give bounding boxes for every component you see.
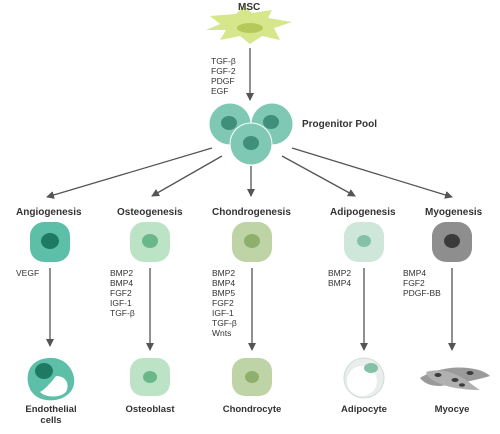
chondrocyte-cell xyxy=(232,358,272,396)
osteogenesis-factors: BMP2 BMP4 FGF2 IGF-1 TGF-β xyxy=(110,268,135,318)
myocyte-cell xyxy=(420,367,490,390)
factor-item: PDGF-BB xyxy=(403,288,441,298)
factor-item: BMP4 xyxy=(110,278,134,288)
factor-item: TGF-β xyxy=(110,308,135,318)
arrow-to-angiogenesis xyxy=(46,147,213,199)
angiogenesis-cell xyxy=(30,222,70,262)
myogenesis-cell xyxy=(432,222,472,262)
osteogenesis-cell xyxy=(130,222,170,262)
myogenesis-factors: BMP4 FGF2 PDGF-BB xyxy=(403,268,441,298)
msc-factor: PDGF xyxy=(211,76,235,86)
adipogenesis-factors: BMP2 BMP4 xyxy=(328,268,351,288)
factor-item: FGF2 xyxy=(110,288,132,298)
msc-factor: EGF xyxy=(211,86,229,96)
factor-item: BMP2 xyxy=(212,268,236,278)
osteogenesis-title: Osteogenesis xyxy=(117,207,183,218)
msc-factor: TGF-β xyxy=(211,56,236,66)
endothelial-cells-label: Endothelial cells xyxy=(25,404,77,426)
arrow-to-osteogenesis xyxy=(151,155,223,197)
angiogenesis-factors: VEGF xyxy=(16,268,39,278)
chondrogenesis-title: Chondrogenesis xyxy=(212,207,291,218)
adipogenesis-title: Adipogenesis xyxy=(330,207,396,218)
factor-item: IGF-1 xyxy=(110,298,132,308)
endothelial-cell xyxy=(27,357,75,401)
factor-item: BMP4 xyxy=(403,268,427,278)
osteoblast-label: Osteoblast xyxy=(125,404,175,415)
factor-item: BMP2 xyxy=(110,268,134,278)
osteoblast-cell xyxy=(130,358,170,396)
myocyte-label: Myocye xyxy=(434,404,470,415)
msc-label: MSC xyxy=(238,2,261,13)
factor-item: BMP4 xyxy=(212,278,236,288)
factor-item: BMP5 xyxy=(212,288,236,298)
factor-item: BMP4 xyxy=(328,278,352,288)
factor-item: TGF-β xyxy=(212,318,237,328)
adipocyte-cell xyxy=(343,357,385,399)
progenitor-pool-cells xyxy=(208,102,294,166)
factor-item: VEGF xyxy=(16,268,40,278)
chondrogenesis-cell xyxy=(232,222,272,262)
arrow-to-myogenesis xyxy=(291,147,453,199)
factor-item: FGF2 xyxy=(403,278,425,288)
factor-item: Wnts xyxy=(212,328,232,338)
adipocyte-label: Adipocyte xyxy=(341,404,387,415)
progenitor-pool-label: Progenitor Pool xyxy=(302,119,377,130)
chondrocyte-label: Chondrocyte xyxy=(222,404,282,415)
angiogenesis-title: Angiogenesis xyxy=(16,207,82,218)
factor-item: IGF-1 xyxy=(212,308,234,318)
factor-item: BMP2 xyxy=(328,268,352,278)
msc-factor: FGF-2 xyxy=(211,66,236,76)
myogenesis-title: Myogenesis xyxy=(425,207,483,218)
msc-factor-list: TGF-β FGF-2 PDGF EGF xyxy=(211,56,236,96)
arrow-to-adipogenesis xyxy=(281,155,356,197)
chondrogenesis-factors: BMP2 BMP4 BMP5 FGF2 IGF-1 TGF-β Wnts xyxy=(212,268,237,338)
msc-cell xyxy=(206,6,292,44)
factor-item: FGF2 xyxy=(212,298,234,308)
adipogenesis-cell xyxy=(344,222,384,262)
